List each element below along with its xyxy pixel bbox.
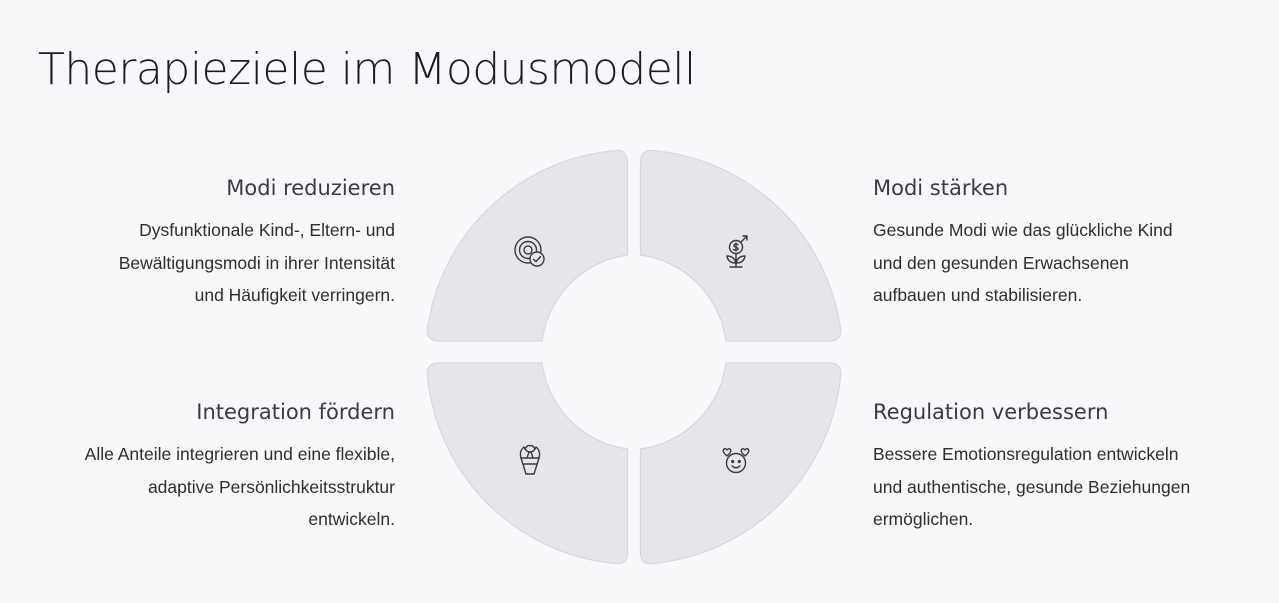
line: und Häufigkeit verringern. (194, 285, 395, 305)
segment-modi-staerken (639, 149, 842, 342)
line: und den gesunden Erwachsenen (873, 252, 1129, 273)
line: entwickeln. (308, 509, 395, 529)
segment-regulation-verbessern (639, 362, 842, 565)
text-regulation-verbessern: Bessere Emotionsregulation entwickeln un… (873, 438, 1233, 536)
heading-modi-reduzieren: Modi reduzieren (226, 176, 395, 200)
block-integration-foerdern: Integration fördern Alle Anteile integri… (35, 400, 395, 536)
line: und authentische, gesunde Beziehungen (873, 476, 1191, 497)
line: adaptive Persönlichkeitsstruktur (147, 476, 395, 497)
block-modi-staerken: Modi stärken Gesunde Modi wie das glückl… (873, 176, 1233, 312)
line: Bessere Emotionsregulation entwickeln (873, 444, 1179, 464)
segment-integration-foerdern (426, 362, 629, 565)
segment-modi-reduzieren (426, 149, 629, 342)
line: aufbauen und stabilisieren. (873, 285, 1083, 305)
block-modi-reduzieren: Modi reduzieren Dysfunktionale Kind-, El… (35, 176, 395, 312)
line: Gesunde Modi wie das glückliche Kind (873, 220, 1173, 240)
line: Alle Anteile integrieren und eine flexib… (84, 444, 395, 464)
heading-modi-staerken: Modi stärken (873, 176, 1009, 200)
heading-regulation-verbessern: Regulation verbessern (873, 400, 1109, 424)
ring-segments (426, 149, 842, 565)
line: ermöglichen. (873, 509, 974, 529)
text-integration-foerdern: Alle Anteile integrieren und eine flexib… (35, 438, 395, 536)
text-modi-staerken: Gesunde Modi wie das glückliche Kind und… (873, 214, 1233, 312)
line: Dysfunktionale Kind-, Eltern- und (139, 220, 395, 240)
text-modi-reduzieren: Dysfunktionale Kind-, Eltern- und Bewält… (35, 214, 395, 312)
page-title: Therapieziele im Modusmodell (38, 44, 696, 95)
heading-integration-foerdern: Integration fördern (196, 400, 395, 424)
block-regulation-verbessern: Regulation verbessern Bessere Emotionsre… (873, 400, 1233, 536)
line: Bewältigungsmodi in ihrer Intensität (118, 252, 395, 273)
